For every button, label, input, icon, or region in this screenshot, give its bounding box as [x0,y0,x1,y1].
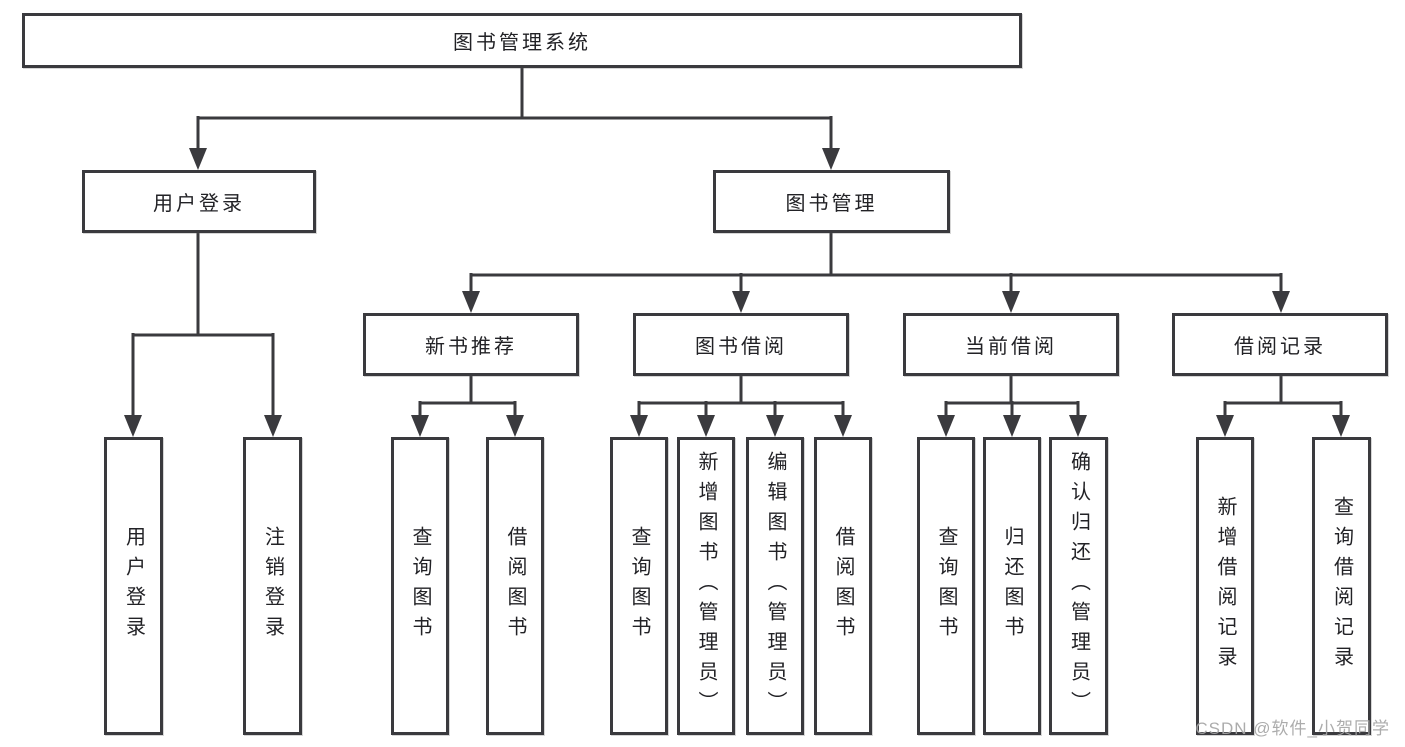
node-book-borrow: 图书借阅 [633,313,849,376]
node-root: 图书管理系统 [22,13,1022,68]
node-current-borrow-label: 当前借阅 [965,336,1057,358]
csdn-watermark: CSDN @软件_小贺同学 [1195,719,1390,738]
leaf-return-book: 归还图书 [983,437,1041,735]
node-borrow-records: 借阅记录 [1172,313,1388,376]
node-new-book-recommend-label: 新书推荐 [425,336,517,358]
node-user-login: 用户登录 [82,170,316,233]
leaf-query-borrow-record-label: 查询借阅记录 [1330,496,1353,676]
connector-book-borrow-to-leaves [630,376,852,437]
node-borrow-records-label: 借阅记录 [1234,336,1326,358]
leaf-logout-label: 注销登录 [261,526,284,646]
node-book-management-label: 图书管理 [785,193,878,215]
leaf-user-login: 用户登录 [104,437,163,735]
connector-new-book-to-leaves [411,376,524,437]
leaf-user-login-label: 用户登录 [122,526,145,646]
leaf-logout: 注销登录 [243,437,302,735]
connector-book-mgmt-to-level3 [462,233,1290,313]
leaf-add-borrow-record-label: 新增借阅记录 [1214,496,1236,676]
node-root-label: 图书管理系统 [453,32,591,54]
leaf-confirm-return-admin: 确认归还（管理员） [1049,437,1108,735]
node-current-borrow: 当前借阅 [903,313,1119,376]
leaf-borrow-book-recommend-label: 借阅图书 [504,526,526,646]
leaf-return-book-label: 归还图书 [1001,526,1023,646]
leaf-query-borrow-record: 查询借阅记录 [1312,437,1371,735]
connector-records-to-leaves [1216,376,1350,437]
leaf-query-book-borrow: 查询图书 [610,437,668,735]
leaf-borrow-book-label: 借阅图书 [832,526,854,646]
node-new-book-recommend: 新书推荐 [363,313,579,376]
leaf-add-book-admin-label: 新增图书（管理员） [695,451,717,721]
leaf-query-book-borrow-label: 查询图书 [628,526,650,646]
leaf-add-borrow-record: 新增借阅记录 [1196,437,1254,735]
connector-user-login-to-leaves [124,233,282,437]
leaf-borrow-book: 借阅图书 [814,437,872,735]
leaf-query-book-recommend: 查询图书 [391,437,449,735]
leaf-confirm-return-admin-label: 确认归还（管理员） [1067,451,1090,721]
leaf-query-book-current-label: 查询图书 [935,526,957,646]
leaf-query-book-recommend-label: 查询图书 [409,526,431,646]
node-user-login-label: 用户登录 [153,193,245,215]
leaf-edit-book-admin: 编辑图书（管理员） [746,437,804,735]
connector-current-borrow-to-leaves [937,376,1087,437]
leaf-add-book-admin: 新增图书（管理员） [677,437,735,735]
leaf-borrow-book-recommend: 借阅图书 [486,437,544,735]
connector-root-to-level2 [189,68,840,170]
leaf-query-book-current: 查询图书 [917,437,975,735]
node-book-borrow-label: 图书借阅 [695,336,787,358]
leaf-edit-book-admin-label: 编辑图书（管理员） [764,451,786,721]
node-book-management: 图书管理 [713,170,950,233]
